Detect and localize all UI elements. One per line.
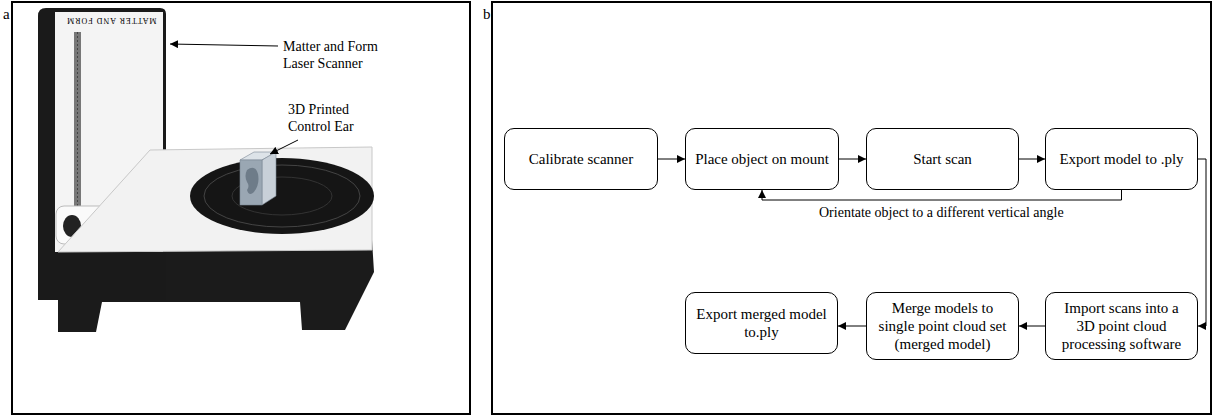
panel-letter: b [483, 5, 491, 23]
edge-label: Orientate object to a different vertical… [816, 204, 1067, 221]
panel-frame [12, 2, 470, 414]
flow-arrow [838, 326, 866, 327]
scanner-rail [74, 32, 81, 232]
flow-arrow [762, 190, 1122, 200]
box-text: Place object on mount [695, 150, 829, 168]
turntable [190, 158, 374, 234]
box-text: Export merged model to.ply [695, 305, 828, 341]
panel-letter: a [3, 5, 10, 23]
process-box: Calibrate scanner [504, 128, 658, 190]
process-box: Place object on mount [685, 128, 839, 190]
flow-arrow [1019, 326, 1045, 327]
flow-arrow [839, 159, 866, 160]
process-box: Merge models to single point cloud set (… [866, 292, 1019, 360]
leader-line [170, 44, 278, 46]
control-ear [240, 152, 276, 205]
box-text: Calibrate scanner [529, 150, 634, 168]
box-text: Merge models to single point cloud set (… [876, 299, 1009, 353]
process-box: Start scan [866, 128, 1019, 190]
callout-label: Matter and Form Laser Scanner [283, 38, 401, 72]
panel-frame [492, 2, 1211, 414]
box-text: Export model to .ply [1059, 150, 1183, 168]
leader-line [270, 140, 298, 154]
process-box: Import scans into a 3D point cloud proce… [1045, 292, 1198, 360]
process-box: Export model to .ply [1045, 128, 1198, 190]
flow-arrow [1198, 159, 1206, 326]
box-text: Import scans into a 3D point cloud proce… [1055, 299, 1188, 353]
flow-arrow [658, 159, 685, 160]
flow-arrow [1019, 159, 1045, 160]
callout-label: 3D Printed Control Ear [288, 101, 380, 135]
box-text: Start scan [913, 150, 972, 168]
logo-text: MATTER AND FORM [66, 15, 157, 25]
process-box: Export merged model to.ply [685, 292, 838, 354]
